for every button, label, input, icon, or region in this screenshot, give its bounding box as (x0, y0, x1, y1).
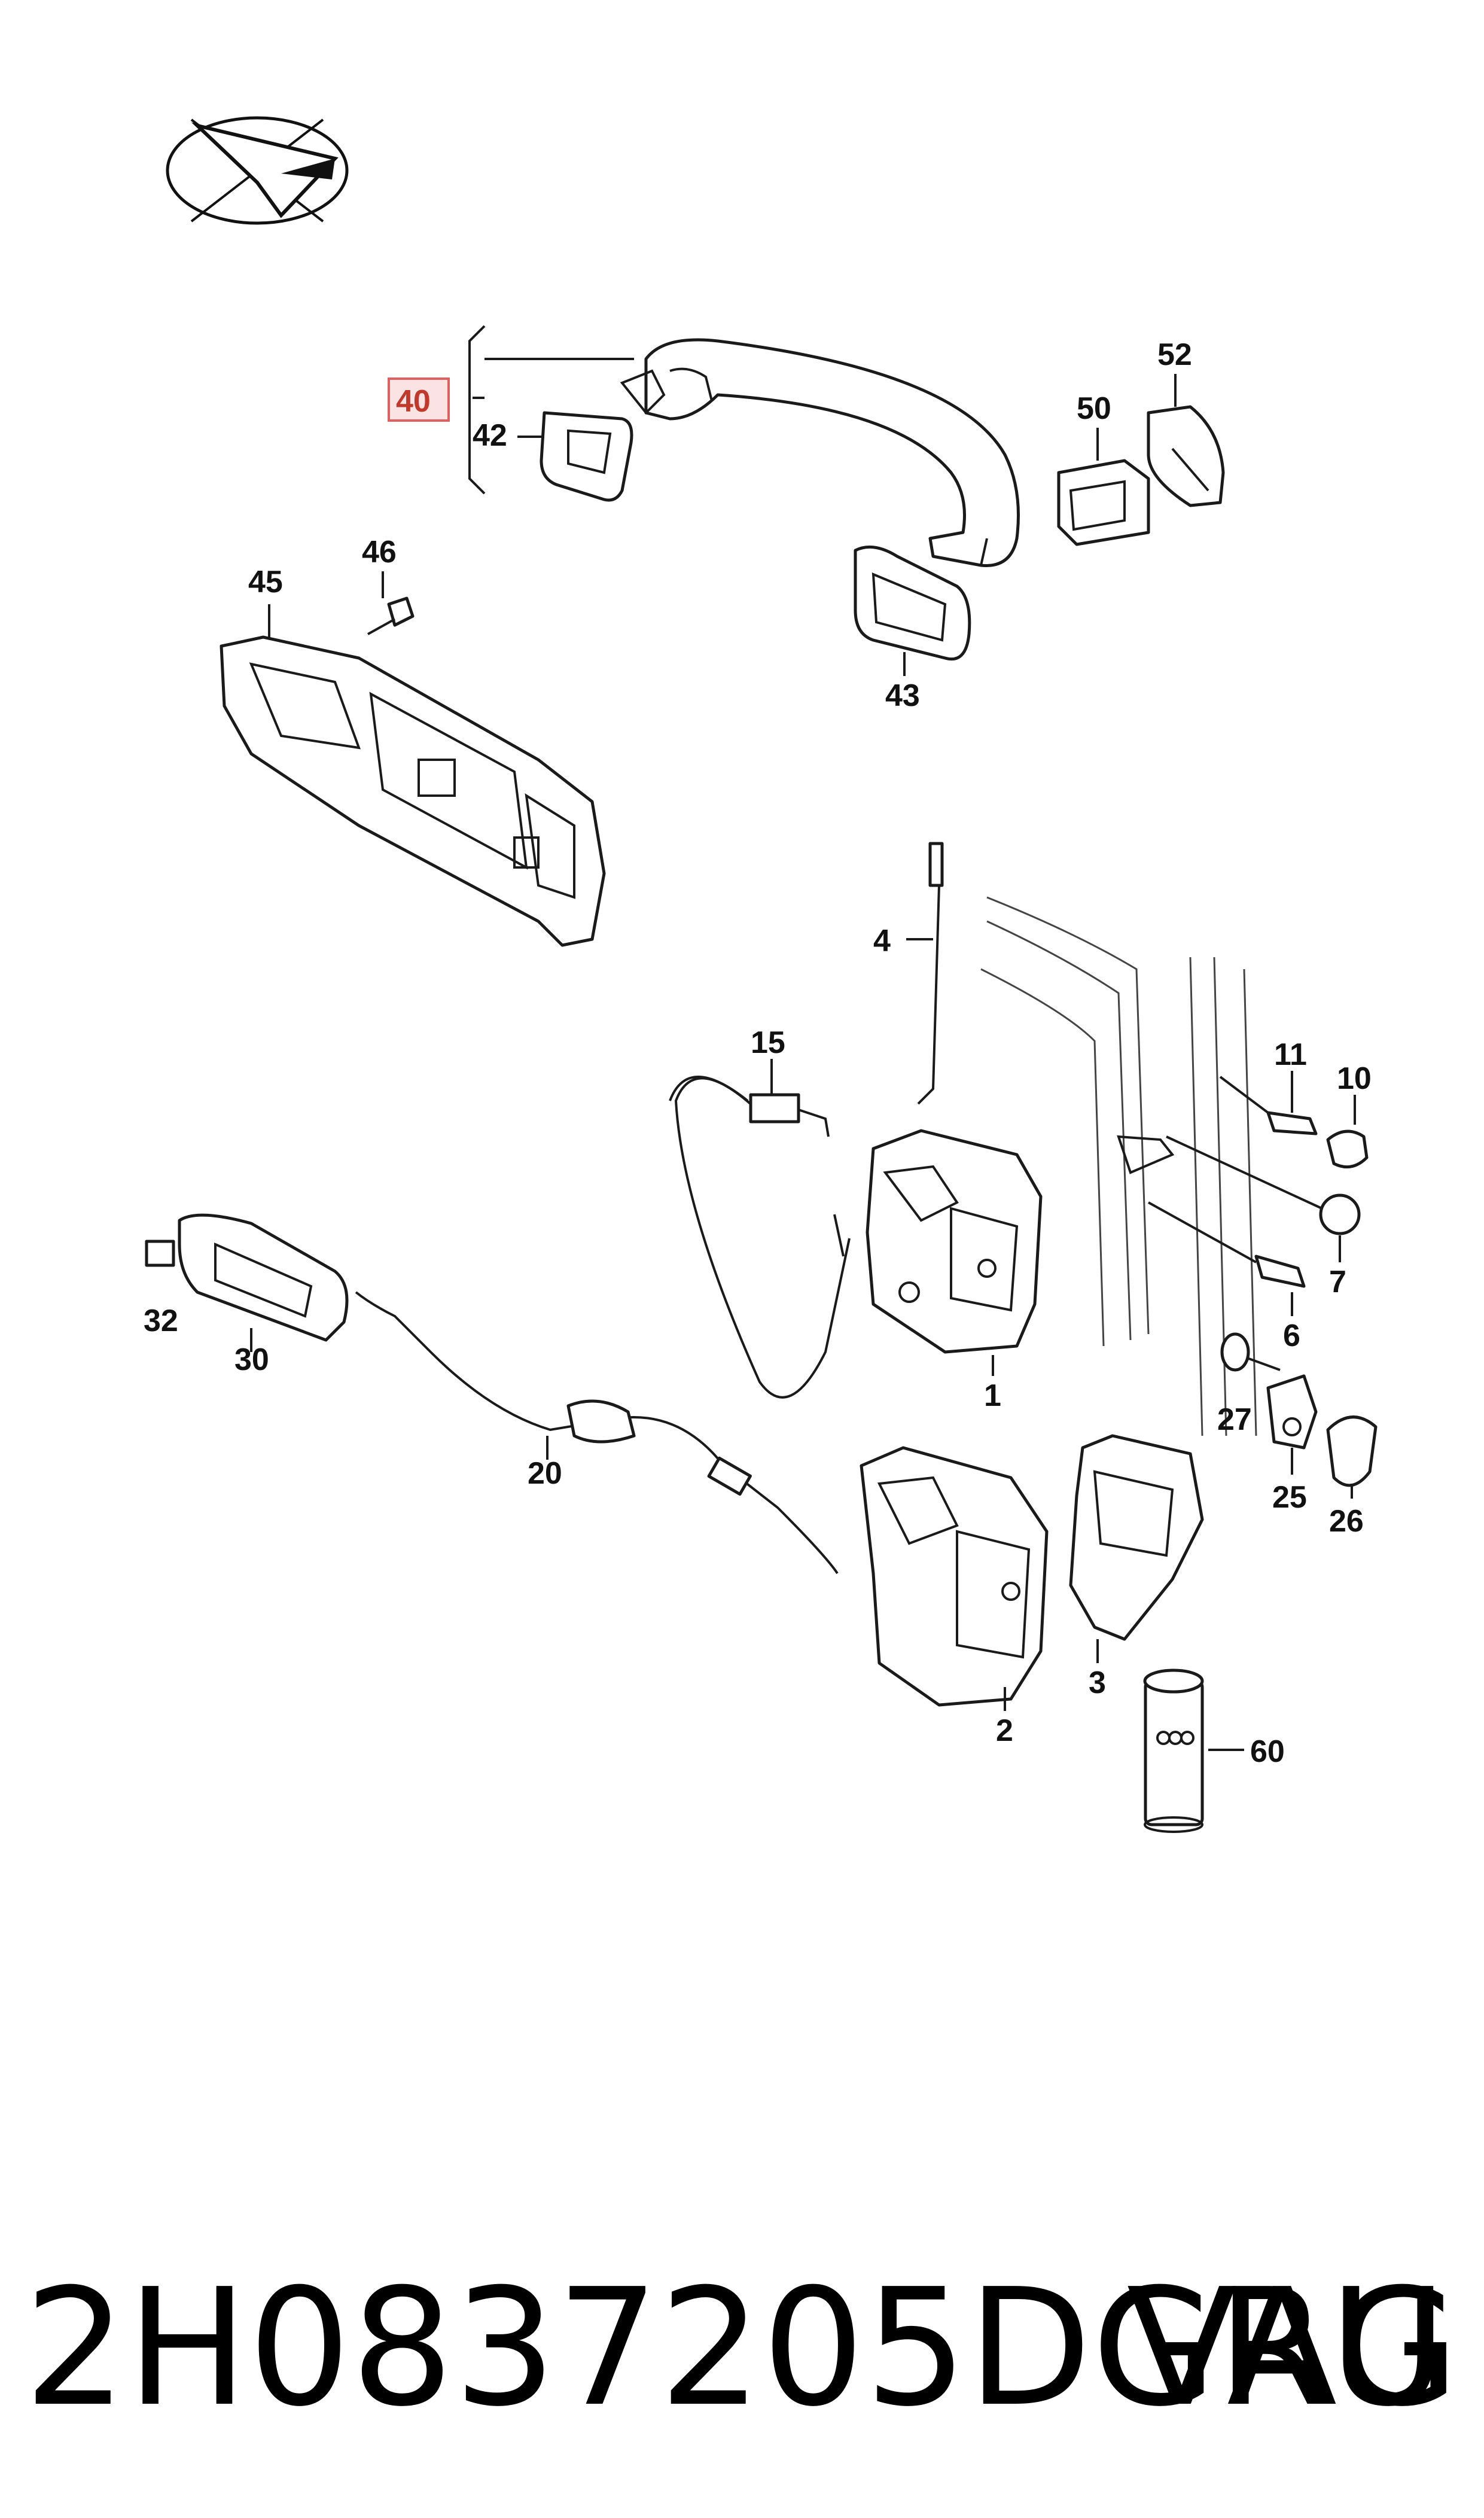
cover-52 (1147, 405, 1225, 507)
lock-rod-4 (917, 842, 944, 1105)
label-52: 52 (1157, 337, 1192, 372)
plate-26 (1326, 1415, 1378, 1487)
door-lock-1[interactable] (866, 1129, 1043, 1354)
label-50: 50 (1077, 391, 1111, 426)
screw-46 (367, 596, 415, 635)
label-30: 30 (234, 1342, 269, 1377)
screw-27 (1220, 1332, 1281, 1372)
label-7: 7 (1329, 1265, 1346, 1299)
label-10: 10 (1337, 1061, 1372, 1096)
door-panel-outline (980, 896, 1257, 1436)
label-20: 20 (528, 1456, 562, 1491)
label-27: 27 (1217, 1402, 1252, 1437)
bolt-11 (1219, 1076, 1318, 1135)
bracket-40 (468, 325, 634, 495)
cap-7 (1166, 1135, 1361, 1235)
label-43: 43 (885, 678, 920, 713)
lubricant-can-60 (1143, 1668, 1204, 1833)
label-1: 1 (984, 1378, 1001, 1413)
logo-emblem (166, 116, 349, 225)
label-6: 6 (1283, 1319, 1300, 1353)
brand-name: VAG (1126, 2254, 1459, 2442)
label-32: 32 (144, 1304, 178, 1338)
label-40[interactable]: 40 (396, 384, 431, 419)
gasket-42 (540, 411, 633, 502)
label-42: 42 (473, 418, 507, 453)
label-46: 46 (362, 535, 397, 570)
gasket-43 (854, 545, 971, 660)
cap-10 (1326, 1129, 1369, 1169)
handle-carrier-45 (220, 635, 606, 947)
connector-50 (1057, 459, 1150, 546)
inner-handle-30[interactable] (178, 1213, 349, 1342)
highlight-box-40 (388, 377, 450, 422)
actuation-cable-20 (355, 1291, 839, 1575)
label-45: 45 (248, 565, 283, 599)
release-cable-15 (669, 1076, 851, 1399)
label-3: 3 (1089, 1666, 1106, 1700)
door-handle-40[interactable] (620, 338, 1020, 567)
part-number-footer: 2H0837205DGRU VAG (24, 2249, 1459, 2447)
lock-cover-3 (1069, 1434, 1204, 1641)
clip-32 (145, 1240, 175, 1267)
label-25: 25 (1272, 1480, 1307, 1515)
label-15: 15 (751, 1025, 785, 1060)
label-2: 2 (996, 1713, 1013, 1748)
bolt-6 (1148, 1201, 1306, 1288)
striker-25 (1266, 1374, 1318, 1450)
label-11: 11 (1274, 1037, 1307, 1072)
label-4: 4 (873, 924, 891, 958)
label-60: 60 (1250, 1734, 1285, 1769)
label-26: 26 (1329, 1504, 1364, 1539)
part-number: 2H0837205DGRU (24, 2254, 1448, 2442)
door-lock-2[interactable] (860, 1446, 1049, 1707)
